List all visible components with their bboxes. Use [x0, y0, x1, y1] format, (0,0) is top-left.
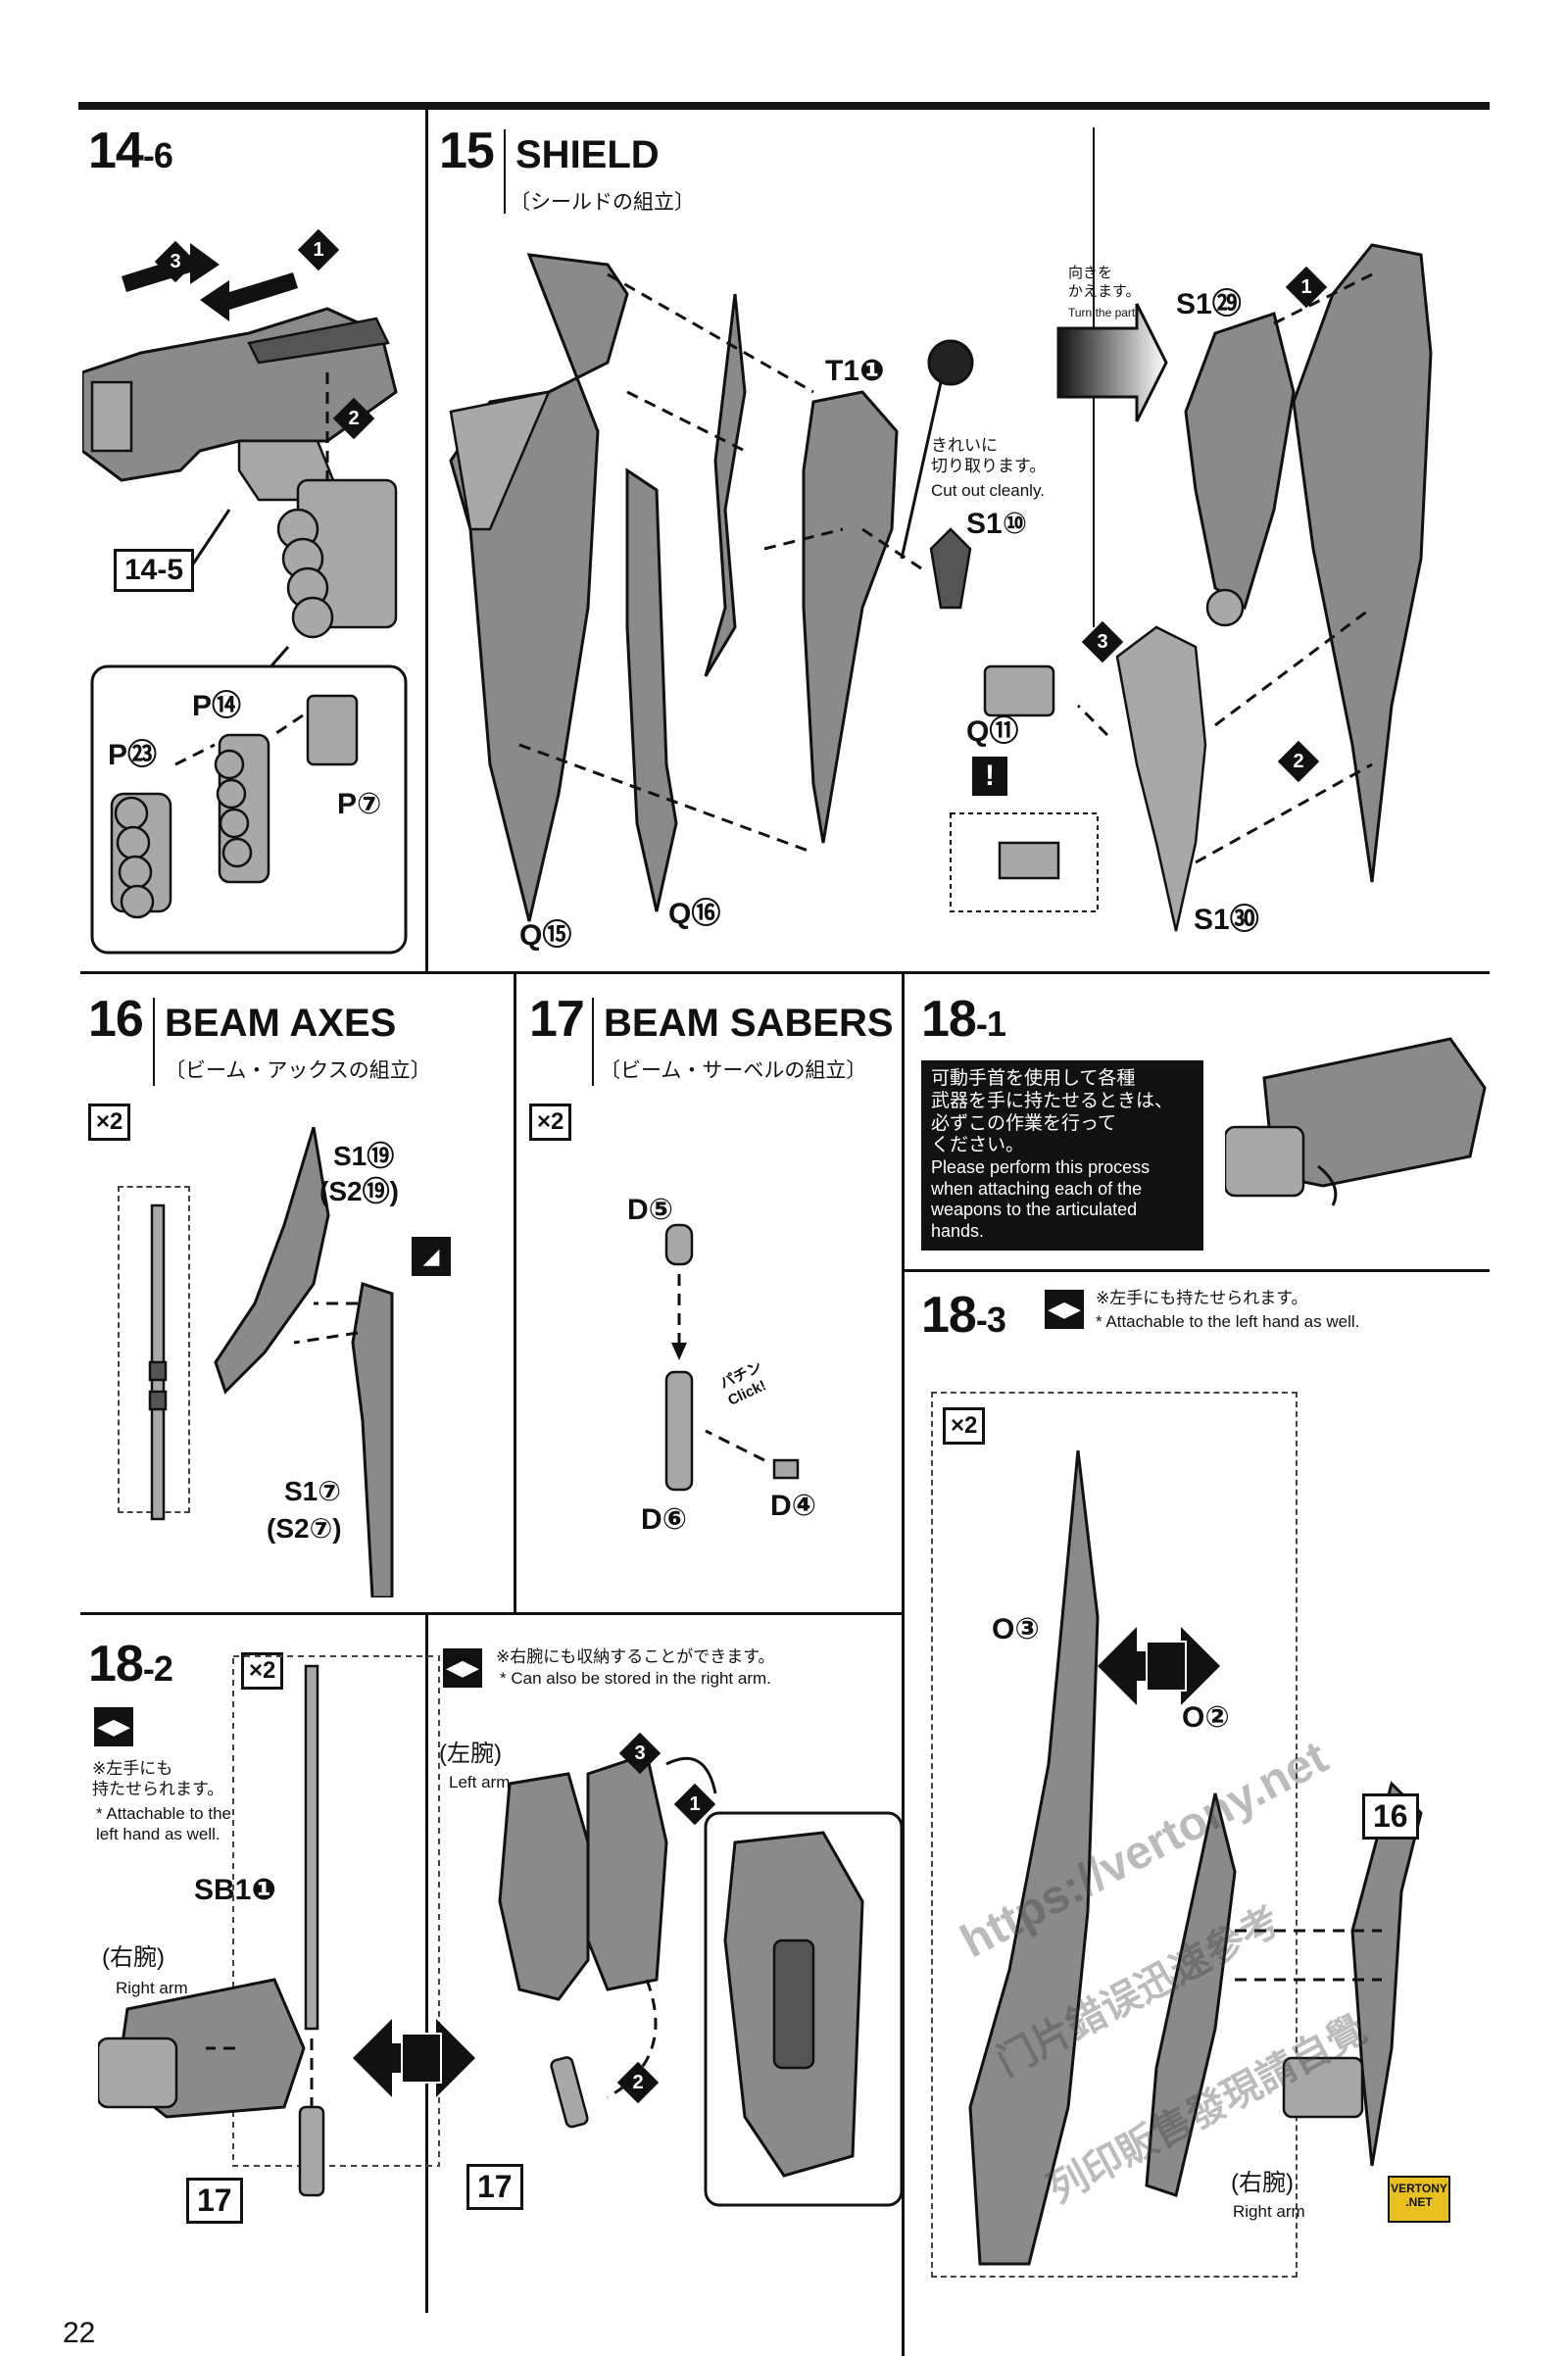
- notice-en: Please perform this process when attachi…: [931, 1157, 1151, 1241]
- blade-sprue-outline: [931, 1392, 1298, 2278]
- arm-illustration: [1225, 1037, 1487, 1206]
- multiplier-badge: ×2: [88, 1104, 131, 1141]
- vertony-badge: VERTONY .NET: [1388, 2176, 1450, 2223]
- step-18-3-note-jp: ※左手にも持たせられます。: [1096, 1289, 1308, 1307]
- part-p7: P⑦: [337, 788, 382, 820]
- part-s1-30: S1㉚: [1194, 904, 1259, 936]
- step-18-2-number: 18-2: [88, 1636, 173, 1693]
- step-18-2-note-en: * Attachable to the left hand as well.: [96, 1804, 231, 1844]
- multiplier-badge: ×2: [529, 1104, 572, 1141]
- step-18-1-number: 18-1: [921, 991, 1006, 1048]
- order-badge: 3: [618, 1732, 662, 1775]
- part-s1-19: S1⑲: [333, 1141, 395, 1171]
- order-badge: 1: [297, 228, 340, 271]
- order-badge: 2: [332, 397, 375, 440]
- part-s1-10: S1⑩: [966, 508, 1028, 540]
- turn-note-jp: 向きを かえます。: [1068, 265, 1141, 300]
- order-badge: 2: [616, 2061, 660, 2104]
- step-16-subtitle: 〔ビーム・アックスの組立〕: [165, 1059, 431, 1082]
- part-o3: O③: [992, 1613, 1040, 1645]
- swap-hand-icon: ◀▶: [1045, 1290, 1084, 1329]
- part-d6: D⑥: [641, 1503, 688, 1536]
- notice-box: 可動手首を使用して各種 武器を手に持たせるときは、 必ずこの作業を行って くださ…: [921, 1060, 1203, 1251]
- divider: [514, 974, 516, 1615]
- ref-17: 17: [186, 2178, 243, 2224]
- part-s2-7: (S2⑦): [267, 1513, 342, 1544]
- step-17-illustration: [664, 1223, 800, 1492]
- page-number: 22: [63, 2317, 96, 2349]
- store-note-jp: ※右腕にも収納することができます。: [496, 1647, 775, 1666]
- right-arm-en: Right arm: [1233, 2202, 1305, 2221]
- swap-hand-icon: ◀▶: [443, 1648, 482, 1688]
- right-arm-en: Right arm: [116, 1979, 188, 1997]
- step-14-6-number: 14-6: [88, 123, 173, 179]
- step-16-title: BEAM AXES: [165, 1002, 397, 1045]
- part-d5: D⑤: [627, 1194, 674, 1226]
- divider: [78, 971, 1490, 974]
- order-badge: 1: [1285, 266, 1328, 309]
- step-14-6-illustration: [82, 243, 408, 955]
- step-16-illustration: [148, 1127, 394, 1597]
- cut-note-jp: きれいに 切り取ります。: [931, 436, 1047, 476]
- order-badge: 3: [154, 240, 197, 283]
- multiplier-badge: ×2: [241, 1652, 284, 1690]
- store-note-en: * Can also be stored in the right arm.: [500, 1669, 771, 1688]
- part-p14: P⑭: [192, 690, 242, 722]
- part-d4: D④: [770, 1490, 817, 1522]
- step-18-2-illustration: [98, 1655, 902, 2207]
- ref-16: 16: [1362, 1793, 1419, 1840]
- multiplier-badge: ×2: [943, 1407, 986, 1445]
- left-arm-jp: (左腕): [439, 1741, 502, 1767]
- part-o2: O②: [1182, 1701, 1230, 1734]
- order-badge: 1: [673, 1783, 716, 1826]
- part-s1-7: S1⑦: [284, 1476, 341, 1506]
- part-q11: Q⑪: [966, 715, 1019, 748]
- step-17-number: 17: [529, 991, 585, 1048]
- part-t1: T1❶: [825, 355, 885, 387]
- caution-icon: !: [972, 757, 1007, 796]
- part-s1-29: S1㉙: [1176, 288, 1242, 320]
- order-badge: 2: [1277, 740, 1320, 783]
- cut-symbol-icon: ◢: [412, 1237, 451, 1276]
- turn-note-en: Turn the part.: [1068, 306, 1139, 319]
- divider: [425, 110, 428, 974]
- step-17-subtitle: 〔ビーム・サーベルの組立〕: [600, 1059, 867, 1082]
- divider: [902, 1269, 1490, 1272]
- divider: [902, 974, 905, 2356]
- ref-17: 17: [466, 2164, 523, 2210]
- step-18-2-note-jp: ※左手にも 持たせられます。: [92, 1759, 224, 1799]
- right-arm-jp: (右腕): [1231, 2170, 1294, 2196]
- part-sb1: SB1❶: [194, 1874, 276, 1906]
- notice-jp: 可動手首を使用して各種 武器を手に持たせるときは、 必ずこの作業を行って くださ…: [931, 1068, 1174, 1156]
- step-18-3-illustration: [968, 1449, 1423, 2266]
- step-18-3-note-en: * Attachable to the left hand as well.: [1096, 1312, 1360, 1331]
- top-rule: [78, 102, 1490, 110]
- cut-note-en: Cut out cleanly.: [931, 481, 1045, 500]
- step-15-subtitle: 〔シールドの組立〕: [510, 191, 695, 214]
- part-q16: Q⑯: [668, 898, 721, 930]
- step-15-title: SHIELD: [515, 133, 660, 176]
- step-18-3-number: 18-3: [921, 1287, 1006, 1344]
- part-q15: Q⑮: [519, 919, 572, 952]
- part-p23: P㉓: [108, 739, 158, 771]
- swap-hand-icon: ◀▶: [94, 1707, 133, 1746]
- step-15-number: 15: [439, 123, 495, 179]
- divider: [425, 1615, 428, 2313]
- divider: [78, 1612, 904, 1615]
- order-badge: 3: [1081, 620, 1124, 663]
- left-arm-en: Left arm: [449, 1773, 511, 1792]
- part-s2-19: (S2⑲): [319, 1176, 399, 1206]
- ref-14-5: 14-5: [114, 549, 195, 592]
- step-15-illustration: [449, 243, 1433, 932]
- step-16-number: 16: [88, 991, 144, 1048]
- right-arm-jp: (右腕): [102, 1944, 165, 1971]
- step-17-title: BEAM SABERS: [604, 1002, 894, 1045]
